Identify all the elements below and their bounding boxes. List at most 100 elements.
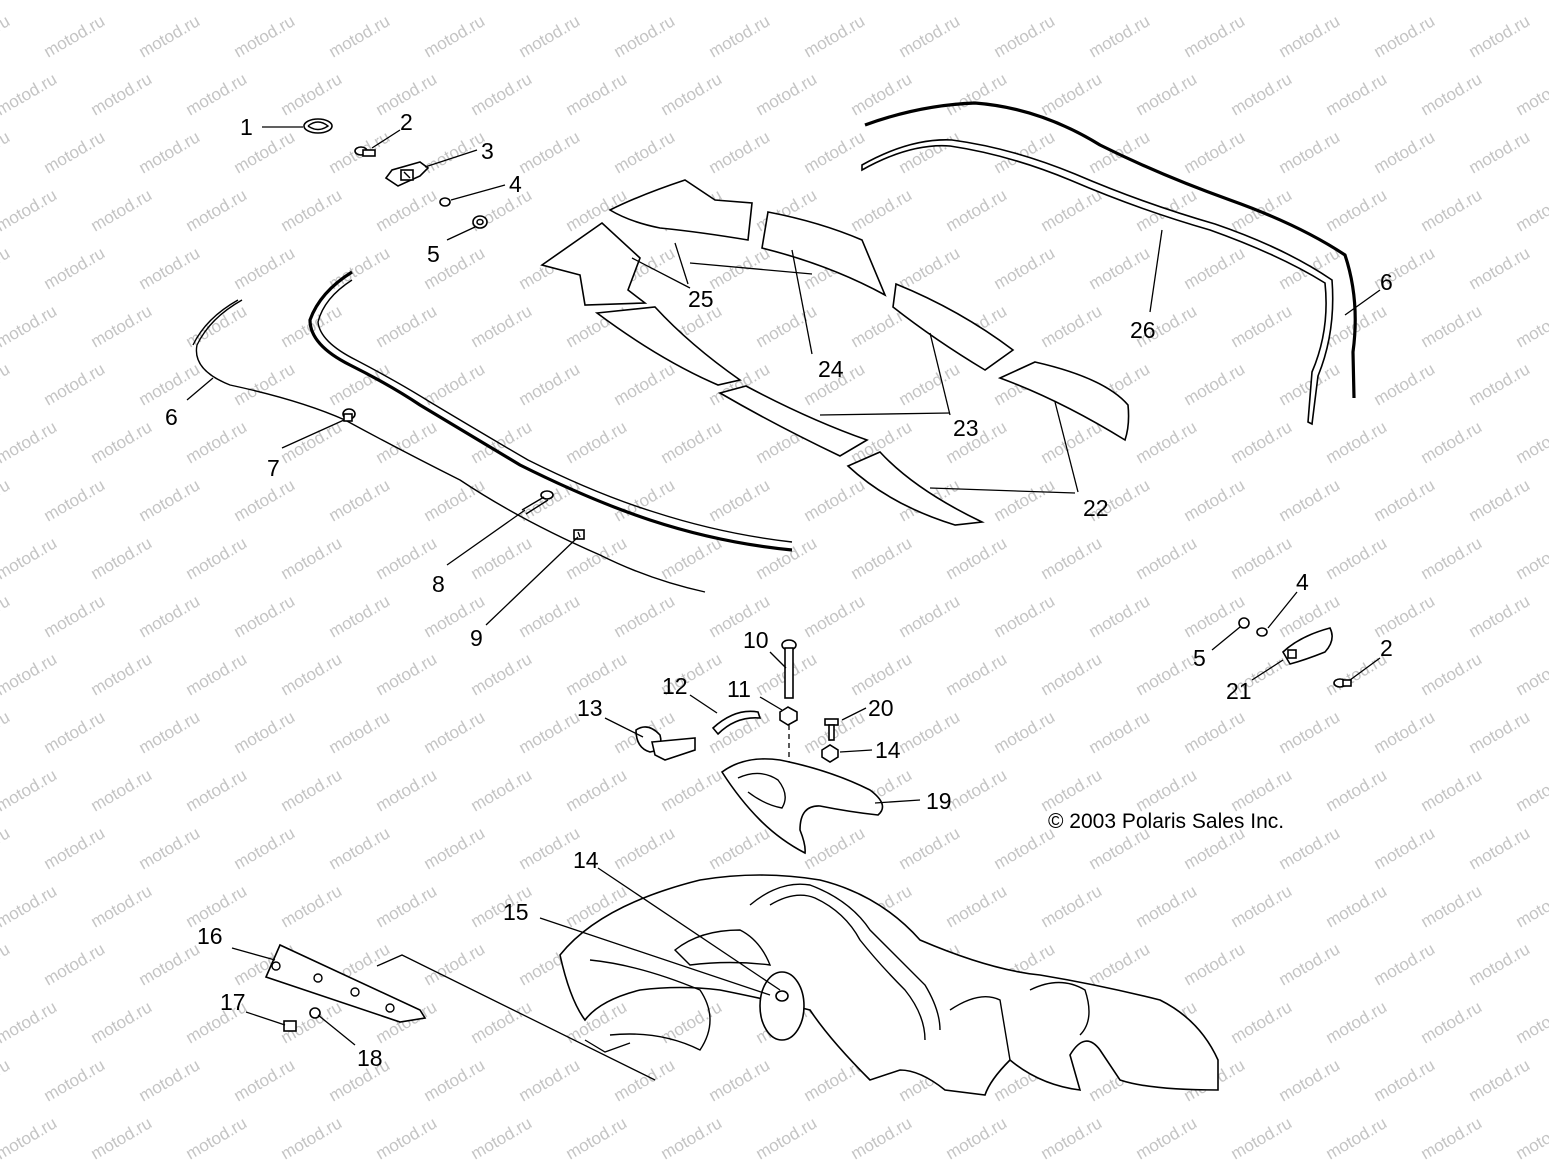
watermark-text: motod.ru <box>1323 1113 1391 1162</box>
watermark-text: motod.ru <box>658 69 726 119</box>
decal-25-upper <box>608 179 753 241</box>
watermark-text: motod.ru <box>421 823 489 873</box>
watermark-text: motod.ru <box>801 475 869 525</box>
watermark-text: motod.ru <box>88 649 156 699</box>
watermark-text: motod.ru <box>468 301 536 351</box>
hood-body-inner-edge-2 <box>769 894 926 1041</box>
watermark-text: motod.ru <box>1418 533 1486 583</box>
watermark-text: motod.ru <box>88 0 156 3</box>
watermark-text: motod.ru <box>1038 301 1106 351</box>
watermark-text: motod.ru <box>88 881 156 931</box>
watermark-text: motod.ru <box>1371 939 1439 989</box>
watermark-text: motod.ru <box>943 533 1011 583</box>
watermark-text: motod.ru <box>231 11 299 61</box>
watermark-text: motod.ru <box>0 359 13 409</box>
watermark-text: motod.ru <box>1228 997 1296 1047</box>
watermark-text: motod.ru <box>1466 591 1534 641</box>
watermark-text: motod.ru <box>41 127 109 177</box>
watermark-text: motod.ru <box>1466 823 1534 873</box>
watermark-text: motod.ru <box>1276 939 1344 989</box>
watermark-text: motod.ru <box>1086 939 1154 989</box>
watermark-text: motod.ru <box>801 591 869 641</box>
watermark-text: motod.ru <box>373 765 441 815</box>
watermark-text: motod.ru <box>1371 707 1439 757</box>
watermark-text: motod.ru <box>231 707 299 757</box>
watermark-text: motod.ru <box>1133 417 1201 467</box>
callout-3: 3 <box>481 138 494 164</box>
watermark-text: motod.ru <box>1133 0 1201 3</box>
callout-17: 17 <box>220 989 246 1015</box>
watermark-text: motod.ru <box>136 823 204 873</box>
watermark-text: motod.ru <box>326 475 394 525</box>
watermark-text: motod.ru <box>943 765 1011 815</box>
callout-6-left: 6 <box>165 404 178 430</box>
watermark-text: motod.ru <box>658 1113 726 1162</box>
watermark-text: motod.ru <box>373 1113 441 1162</box>
handle-housing-detail <box>737 772 786 809</box>
watermark-text: motod.ru <box>41 1055 109 1105</box>
watermark-text: motod.ru <box>896 359 964 409</box>
watermark-text: motod.ru <box>41 11 109 61</box>
callout-23: 23 <box>953 415 979 441</box>
decal-23-lower <box>717 385 869 457</box>
watermark-text: motod.ru <box>1181 591 1249 641</box>
watermark-text: motod.ru <box>0 533 60 583</box>
callout-2-right: 2 <box>1380 635 1393 661</box>
trim-strip-left <box>195 299 706 593</box>
watermark-text: motod.ru <box>136 475 204 525</box>
screw-part <box>354 146 376 157</box>
watermark-text: motod.ru <box>0 707 13 757</box>
watermark-text: motod.ru <box>516 127 584 177</box>
decal-24-lower <box>594 306 742 386</box>
watermark-text: motod.ru <box>896 707 964 757</box>
watermark-text: motod.ru <box>1466 359 1534 409</box>
watermark-text: motod.ru <box>896 127 964 177</box>
watermark-text: motod.ru <box>88 1113 156 1162</box>
watermark-text: motod.ru <box>848 533 916 583</box>
watermark-text: motod.ru <box>278 533 346 583</box>
watermark-text: motod.ru <box>706 127 774 177</box>
watermark-text: motod.ru <box>136 591 204 641</box>
watermark-text: motod.ru <box>326 707 394 757</box>
watermark-text: motod.ru <box>706 243 774 293</box>
watermark-text: motod.ru <box>991 591 1059 641</box>
watermark-text: motod.ru <box>468 533 536 583</box>
callout-5: 5 <box>427 241 440 267</box>
watermark-text: motod.ru <box>326 359 394 409</box>
watermark-text: motod.ru <box>0 417 60 467</box>
watermark-text: motod.ru <box>183 417 251 467</box>
watermark-text: motod.ru <box>658 533 726 583</box>
watermark-text: motod.ru <box>1466 707 1534 757</box>
watermark-text: motod.ru <box>41 707 109 757</box>
watermark-text: motod.ru <box>896 243 964 293</box>
watermark-text: motod.ru <box>468 417 536 467</box>
push-pin-part <box>521 490 554 515</box>
watermark-text: motod.ru <box>0 649 60 699</box>
watermark-text: motod.ru <box>991 707 1059 757</box>
handle-housing-part <box>720 758 884 855</box>
decal-24-upper <box>761 211 887 297</box>
screw-part-right <box>1333 678 1352 688</box>
clip-bracket-part <box>384 161 430 187</box>
hood-molding-left-inner <box>317 279 793 543</box>
copyright-notice: © 2003 Polaris Sales Inc. <box>1048 810 1284 833</box>
watermark-text: motod.ru <box>753 1113 821 1162</box>
hood-body-vent <box>673 929 772 966</box>
watermark-text: motod.ru <box>1133 765 1201 815</box>
watermark-text: motod.ru <box>1228 69 1296 119</box>
callout-14-upper: 14 <box>875 737 901 763</box>
watermark-text: motod.ru <box>1086 707 1154 757</box>
watermark-text: motod.ru <box>183 649 251 699</box>
watermark-text: motod.ru <box>0 11 13 61</box>
watermark-text: motod.ru <box>421 11 489 61</box>
watermark-text: motod.ru <box>516 707 584 757</box>
watermark-text: motod.ru <box>1466 11 1534 61</box>
watermark-text: motod.ru <box>1038 1113 1106 1162</box>
watermark-text: motod.ru <box>41 359 109 409</box>
nut-part-right <box>1238 617 1250 629</box>
watermark-text: motod.ru <box>231 359 299 409</box>
watermark-text: motod.ru <box>1086 127 1154 177</box>
watermark-text: motod.ru <box>896 11 964 61</box>
watermark-text: motod.ru <box>183 533 251 583</box>
leader-lines <box>186 126 1381 1046</box>
